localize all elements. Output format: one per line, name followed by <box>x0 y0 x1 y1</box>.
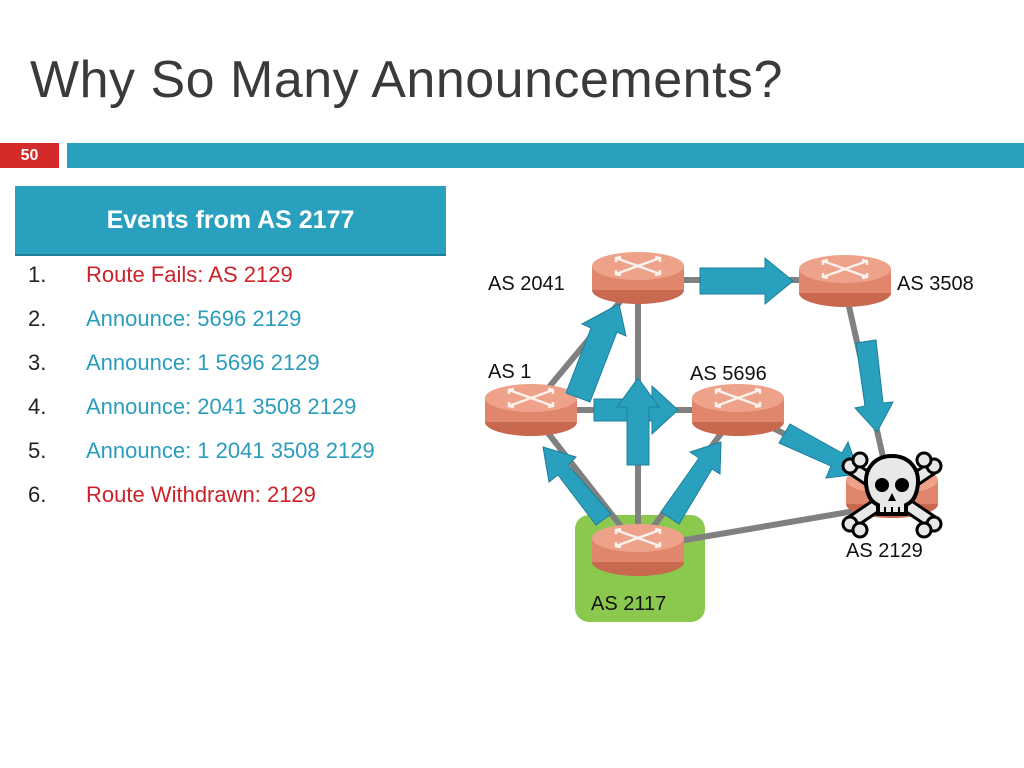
event-text: Route Withdrawn: 2129 <box>86 482 316 507</box>
event-text: Announce: 5696 2129 <box>86 306 302 331</box>
as5696-label: AS 5696 <box>690 363 767 385</box>
as2117-label: AS 2117 <box>591 593 666 615</box>
list-item: 6. Route Withdrawn: 2129 <box>28 482 375 526</box>
event-number: 2. <box>28 306 47 331</box>
list-item: 3. Announce: 1 5696 2129 <box>28 350 375 394</box>
router-as3508-icon <box>797 253 893 309</box>
arrow-2117-to-1 <box>542 446 612 526</box>
header-accent-bar <box>67 143 1024 168</box>
events-table-header: Events from AS 2177 <box>15 186 446 256</box>
arrow-3508-to-2129 <box>854 339 894 433</box>
as2129-label: AS 2129 <box>846 540 923 562</box>
list-item: 5. Announce: 1 2041 3508 2129 <box>28 438 375 482</box>
as3508-label: AS 3508 <box>897 273 974 295</box>
event-number: 3. <box>28 350 47 375</box>
event-text: Route Fails: AS 2129 <box>86 262 293 287</box>
slide-number: 50 <box>0 143 59 168</box>
as2041-label: AS 2041 <box>488 273 565 295</box>
event-text: Announce: 1 5696 2129 <box>86 350 320 375</box>
event-text: Announce: 1 2041 3508 2129 <box>86 438 375 463</box>
event-text: Announce: 2041 3508 2129 <box>86 394 357 419</box>
router-as5696-icon <box>690 382 786 438</box>
arrow-2117-to-5696 <box>660 441 722 525</box>
announcement-arrows <box>542 256 894 526</box>
arrow-2117-up-to-2041 <box>616 377 660 466</box>
event-number: 6. <box>28 482 47 507</box>
skull-crossbones-icon <box>841 451 943 539</box>
slide-title: Why So Many Announcements? <box>30 51 783 109</box>
list-item: 4. Announce: 2041 3508 2129 <box>28 394 375 438</box>
event-number: 4. <box>28 394 47 419</box>
router-as2117-icon <box>590 522 686 578</box>
events-list: 1. Route Fails: AS 2129 2. Announce: 5696 … <box>28 262 375 526</box>
arrow-1-to-2041 <box>565 303 627 403</box>
arrow-2041-to-3508 <box>699 256 794 306</box>
list-item: 1. Route Fails: AS 2129 <box>28 262 375 306</box>
event-number: 1. <box>28 262 47 287</box>
list-item: 2. Announce: 5696 2129 <box>28 306 375 350</box>
router-as2041-icon <box>590 250 686 306</box>
router-as1-icon <box>483 382 579 438</box>
as1-label: AS 1 <box>488 361 531 383</box>
event-number: 5. <box>28 438 47 463</box>
